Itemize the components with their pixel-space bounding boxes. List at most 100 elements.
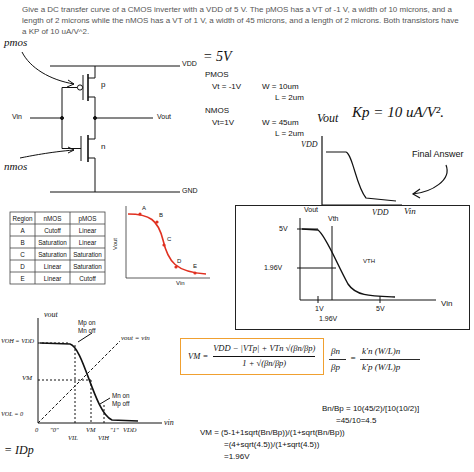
region-table-grid xyxy=(10,272,105,273)
vtc-figure xyxy=(38,318,162,423)
inverter-schematic xyxy=(88,78,95,79)
spec-text: W = 45um xyxy=(262,118,299,127)
table-cell: A xyxy=(20,227,24,234)
inverter-schematic xyxy=(61,117,64,120)
formula-text: = xyxy=(350,353,356,363)
inverter-schematic xyxy=(88,139,95,140)
answer-graph xyxy=(380,296,381,303)
region-letter: A xyxy=(142,205,146,212)
problem-text: Give a DC transfer curve of a CMOS inver… xyxy=(22,4,462,37)
table-cell: Cutoff xyxy=(79,275,96,282)
pointer-arrow xyxy=(413,189,420,198)
answer-graph xyxy=(318,296,319,303)
answer-graph xyxy=(302,229,395,297)
tick-label: VIL xyxy=(68,434,78,441)
formula-text: VDD − |VTp| + VTn √(βn/βp) xyxy=(213,344,315,356)
inverter-schematic xyxy=(95,118,153,119)
table-cell: Region xyxy=(13,215,33,222)
level-label: VM xyxy=(22,374,32,382)
inverter-schematic xyxy=(22,52,74,84)
table-cell: Saturation xyxy=(73,251,102,258)
axis-label: VDD xyxy=(301,140,317,149)
inverter-schematic xyxy=(88,97,95,98)
table-cell: Saturation xyxy=(38,239,67,246)
state-label: Mp on xyxy=(78,319,96,326)
formula-text: k'n (W/L)n xyxy=(362,346,400,356)
axis-label: Vout xyxy=(112,238,119,250)
rail-label: GND xyxy=(182,187,198,195)
signal-label: Vout xyxy=(157,113,171,121)
spec-heading: NMOS xyxy=(205,106,229,115)
sketch-curve xyxy=(321,136,322,205)
axis-label: VDD xyxy=(372,208,388,217)
calc-text: =45/10=4.5 xyxy=(336,416,376,425)
inverter-schematic xyxy=(88,158,95,159)
table-cell: E xyxy=(20,275,24,282)
graph-label: 1.96V xyxy=(319,315,337,323)
region-graph xyxy=(155,220,158,223)
table-cell: pMOS xyxy=(79,215,97,222)
handwritten-note: = 5V xyxy=(203,49,232,65)
answer-graph xyxy=(332,226,333,300)
graph-label: 5V xyxy=(376,305,385,313)
axis-label: Vin xyxy=(404,206,416,216)
sketch-curve xyxy=(322,136,402,205)
table-cell: Linear xyxy=(44,275,62,282)
table-cell: D xyxy=(20,263,25,270)
handwritten-note: = IDp xyxy=(4,444,34,458)
vtc-figure xyxy=(38,423,162,424)
axis-label: Vin xyxy=(176,280,185,287)
spec-text: W = 10um xyxy=(262,82,299,91)
vtc-figure xyxy=(40,343,138,421)
vtc-figure xyxy=(38,318,39,423)
inverter-schematic xyxy=(20,52,180,192)
handwritten-note: pmos xyxy=(4,36,27,49)
graph-label: Vout xyxy=(304,206,318,214)
table-cell: Saturation xyxy=(73,263,102,270)
table-cell: nMOS xyxy=(44,215,62,222)
graph-label: 1.96V xyxy=(264,264,282,272)
answer-graph xyxy=(297,268,336,269)
sketch-curve xyxy=(326,152,396,201)
spec-text: Vt = -1V xyxy=(212,82,241,91)
region-graph xyxy=(193,271,196,274)
handwritten-note: nmos xyxy=(4,160,27,173)
region-letter: B xyxy=(159,212,163,219)
axis-label: vout xyxy=(44,310,58,319)
inverter-schematic xyxy=(68,147,74,153)
note-text: Final Answer xyxy=(412,149,464,159)
region-letter: D xyxy=(177,258,181,265)
region-graph xyxy=(162,243,165,246)
fraction: VDD − |VTp| + VTn √(βn/βp)1 + √(βn/βp) xyxy=(213,344,315,369)
fraction-bar xyxy=(329,359,420,360)
region-table-grid xyxy=(10,248,105,249)
answer-graph xyxy=(300,218,301,300)
formula-text: 1 + √(βn/βp) xyxy=(242,357,286,369)
tick-label: VDD xyxy=(123,426,136,433)
vtc-figure xyxy=(91,380,92,423)
calc-text: =(4+sqrt(4.5))/(1+sqrt(4.5)) xyxy=(224,440,319,449)
inverter-schematic xyxy=(77,85,82,90)
vtc-figure xyxy=(104,405,105,423)
region-letter: E xyxy=(193,263,197,270)
region-table-grid xyxy=(10,224,105,225)
spec-text: L = 2um xyxy=(275,129,304,138)
formula-text: k'p (W/L)p xyxy=(362,362,400,372)
level-label: VOL = 0 xyxy=(1,410,23,417)
spec-text: Vt=1V xyxy=(212,118,234,127)
inverter-schematic xyxy=(20,150,74,158)
formula-text: βp xyxy=(331,362,340,372)
region-table-grid xyxy=(10,236,105,237)
device-label: p xyxy=(101,80,105,89)
table-cell: C xyxy=(20,251,25,258)
vtc-figure xyxy=(38,380,91,381)
fraction-bar xyxy=(213,356,315,357)
pointer-arrow xyxy=(413,165,447,198)
region-graph xyxy=(126,206,210,278)
region-table-grid xyxy=(10,260,105,261)
handwritten-note: Kp = 10 uA/V². xyxy=(352,104,444,121)
inverter-schematic xyxy=(50,66,180,67)
formula-box: VM =VDD − |VTp| + VTn √(βn/βp)1 + √(βn/β… xyxy=(180,338,324,375)
calc-text: Bn/Bp = 10(45/2)/[10(10/2)] xyxy=(322,404,419,413)
rail-label: VDD xyxy=(182,60,197,68)
